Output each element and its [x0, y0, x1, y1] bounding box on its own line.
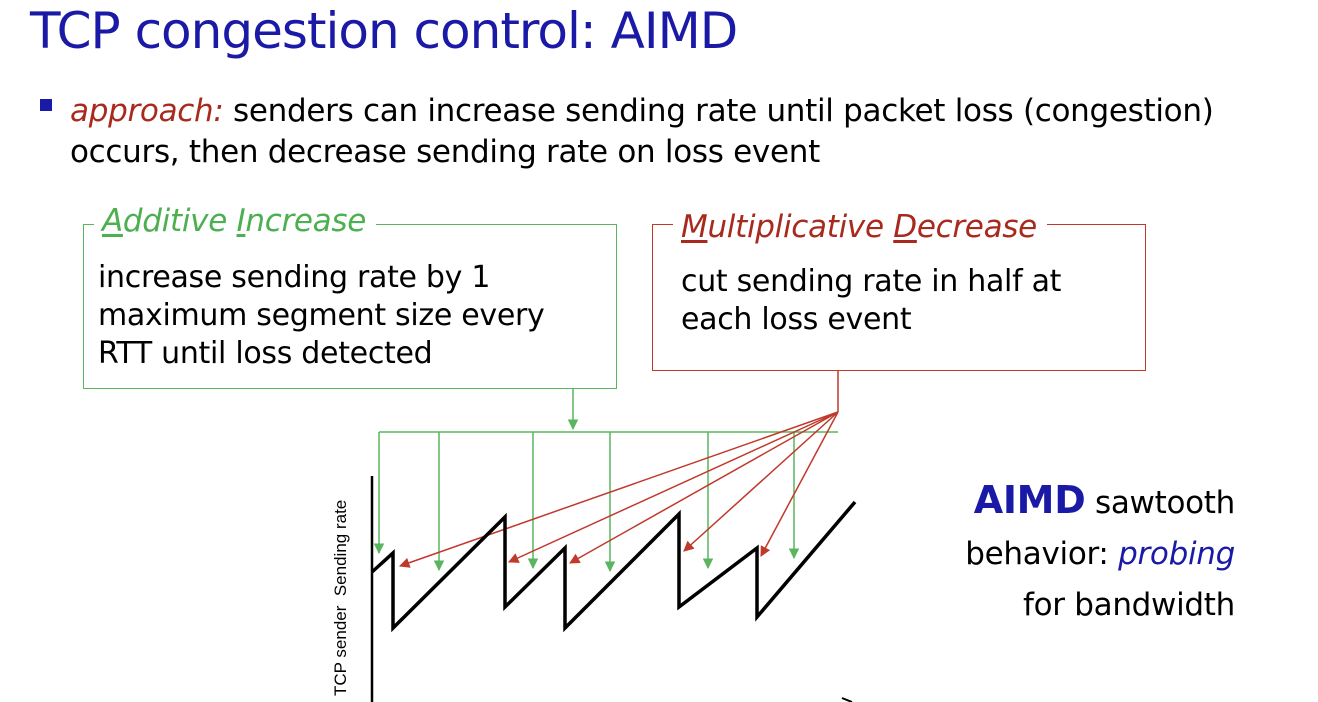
side-note-line2: behavior: probing	[965, 529, 1235, 580]
md-arrow	[683, 411, 839, 552]
side-note-line1: AIMD sawtooth	[965, 475, 1236, 529]
md-title-letter-m: M	[681, 209, 708, 245]
slide-title: TCP congestion control: AIMD	[30, 2, 738, 60]
y-axis-label: TCP sender Sending rate	[331, 500, 350, 696]
ai-title-part1: dditive	[122, 203, 237, 239]
side-note-sawtooth: sawtooth	[1085, 485, 1235, 521]
additive-increase-text: increase sending rate by 1 maximum segme…	[98, 260, 545, 371]
side-note-aimd: AIMD	[973, 478, 1086, 522]
approach-keyword: approach:	[70, 93, 224, 129]
md-arrow	[569, 411, 839, 564]
additive-increase-title: Additive Increase	[94, 203, 377, 239]
multiplicative-decrease-title: Multiplicative Decrease	[673, 209, 1047, 245]
md-arrow	[508, 411, 839, 563]
multiplicative-decrease-arrows	[399, 411, 839, 568]
bullet-square-icon	[40, 99, 52, 111]
x-axis-arrowhead	[841, 697, 853, 702]
aimd-sawtooth-note: AIMD sawtooth behavior: probing for band…	[965, 475, 1235, 631]
side-note-behavior: behavior:	[965, 536, 1119, 572]
md-arrow	[399, 411, 839, 568]
additive-increase-box: Additive Increase increase sending rate …	[83, 203, 617, 389]
ai-title-part2: ncrease	[245, 203, 367, 239]
sawtooth-line	[370, 500, 857, 633]
multiplicative-decrease-box: Multiplicative Decrease cut sending rate…	[652, 209, 1146, 371]
md-title-part1: ultiplicative	[707, 209, 894, 245]
multiplicative-decrease-text: cut sending rate in half at each loss ev…	[681, 264, 1062, 337]
approach-text: senders can increase sending rate until …	[70, 93, 1214, 170]
side-note-line3: for bandwidth	[1022, 587, 1235, 623]
md-title-part2: ecrease	[916, 209, 1037, 245]
md-title-letter-d: D	[893, 209, 917, 245]
ai-title-letter-a: A	[102, 203, 123, 239]
side-note-probing: probing	[1118, 536, 1235, 572]
md-arrow	[760, 411, 839, 557]
ai-title-letter-i: I	[236, 203, 246, 239]
approach-bullet: approach: senders can increase sending r…	[70, 91, 1250, 173]
additive-increase-arrows	[373, 432, 800, 573]
